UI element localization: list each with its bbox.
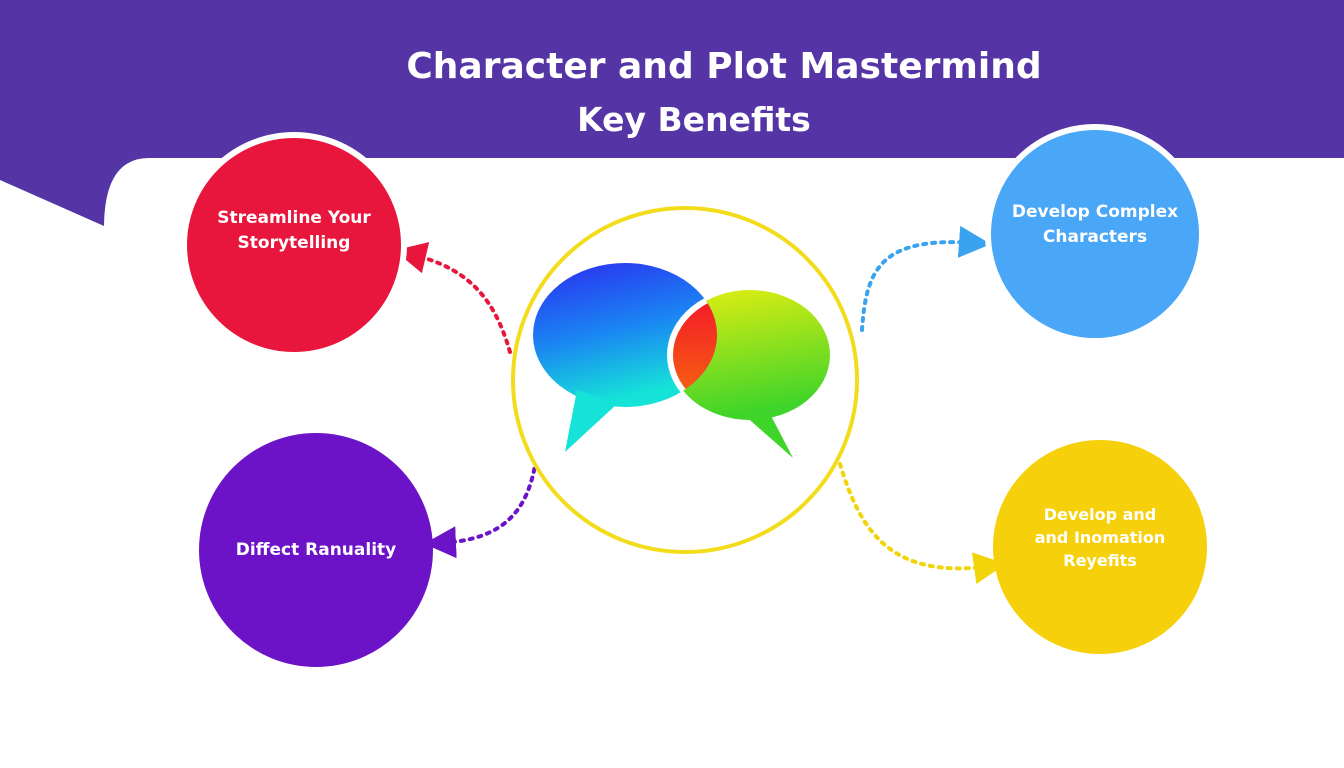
benefit-label-line: Develop Complex [1011, 202, 1179, 222]
benefit-diffect-ranuality: Diffect Ranuality [199, 433, 433, 667]
benefit-label-line: Storytelling [237, 233, 351, 253]
connector-red [394, 242, 512, 354]
benefit-label-line: Streamline Your [217, 208, 371, 228]
benefit-label-line: Reyefits [1063, 550, 1137, 570]
connector-blue [860, 225, 991, 332]
page-title: Character and Plot Mastermind [406, 46, 1042, 87]
benefit-label-line: and Inomation [1034, 527, 1166, 547]
overlapping-speech-bubbles-icon [511, 206, 859, 554]
card-corner [104, 158, 149, 228]
benefit-develop-complex-characters: Develop Complex Characters [985, 124, 1205, 344]
benefit-label-line: Develop and [1043, 504, 1157, 524]
benefit-label-line: Characters [1042, 227, 1148, 247]
connector-purple [424, 458, 538, 559]
page-subtitle: Key Benefits [577, 100, 811, 139]
benefit-label-line: Diffect Ranuality [235, 539, 397, 560]
benefit-develop-and-inomation: Develop and and Inomation Reyefits [993, 440, 1207, 654]
connector-yellow [838, 462, 1006, 585]
banner-tail [0, 158, 104, 226]
benefit-streamline-storytelling: Streamline Your Storytelling [181, 132, 407, 358]
